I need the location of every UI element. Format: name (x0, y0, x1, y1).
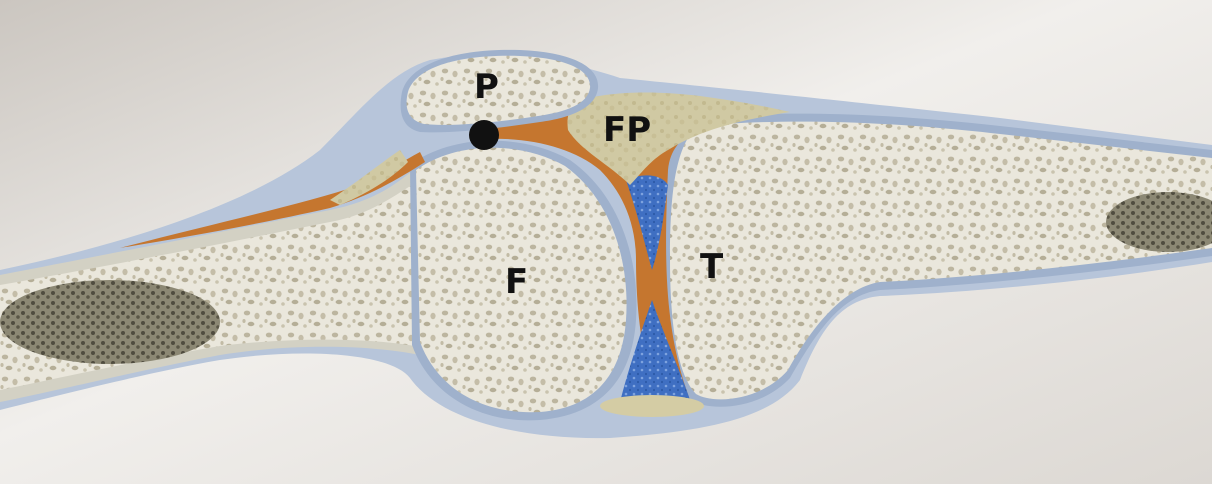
meniscus-lower (600, 395, 704, 417)
femur-marrow-cavity (0, 280, 220, 364)
label-fat-pad: FP (603, 110, 651, 150)
label-patella: P (474, 67, 499, 107)
label-femur: F (505, 262, 528, 302)
label-tibia: T (700, 247, 724, 287)
contact-point-marker (469, 120, 499, 150)
